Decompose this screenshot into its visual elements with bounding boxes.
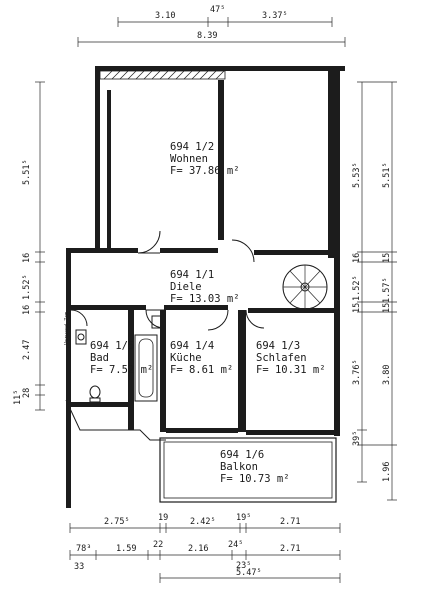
- bottom-dim-1-e: 2.71: [280, 517, 300, 527]
- wall-note: Vorwand 7cm: [64, 312, 70, 345]
- right-outer-dim-h3: 1.57⁵: [382, 277, 392, 303]
- bottom-dim-1-a: 2.75⁵: [104, 517, 130, 527]
- right-outer-dim-h5: 3.80: [382, 365, 392, 385]
- bottom-dim-2-a: 78³: [76, 544, 91, 554]
- room-diele: 694 1/1 Diele F= 13.03 m²: [170, 269, 240, 305]
- bottom-dim-3-left: 33: [74, 562, 84, 572]
- toilet: [89, 385, 101, 403]
- left-dim-h7: 28: [22, 388, 32, 398]
- bottom-dim-3-total: 5.47⁵: [236, 568, 262, 578]
- spiral-stair: [282, 264, 328, 310]
- room-balkon-name: Balkon: [220, 461, 258, 473]
- room-diele-area: F= 13.03 m²: [170, 293, 240, 305]
- bottom-dim-3-mid: 23⁵: [236, 561, 251, 571]
- bottom-dim-2-f: 2.71: [280, 544, 300, 554]
- doors: [70, 230, 265, 331]
- room-kueche: 694 1/4 Küche F= 8.61 m²: [170, 340, 233, 376]
- bottom-dimension-lines: [69, 523, 341, 583]
- room-wohnen-id: 694 1/2: [170, 141, 214, 153]
- room-bad-area: F= 7.52 m²: [90, 364, 153, 376]
- left-dim-h4: 16: [22, 305, 32, 315]
- right-inner-dim-h2: 16: [352, 253, 362, 263]
- right-outer-dim-h6: 1.96: [382, 462, 392, 482]
- bottom-dim-2-d: 2.16: [188, 544, 208, 554]
- bottom-dim-1-c: 2.42⁵: [190, 517, 216, 527]
- room-kueche-area: F= 8.61 m²: [170, 364, 233, 376]
- left-dim-h3: 1.52⁵: [22, 274, 32, 300]
- room-schlafen-id: 694 1/3: [256, 340, 300, 352]
- right-inner-dim-h5: 3.76⁵: [352, 359, 362, 385]
- left-dim-h2: 16: [22, 253, 32, 263]
- right-inner-dim-h3: 1.52⁵: [352, 275, 362, 301]
- right-outer-dim-h2: 15: [382, 253, 392, 263]
- room-schlafen-name: Schlafen: [256, 352, 307, 364]
- room-diele-name: Diele: [170, 281, 202, 293]
- room-wohnen-area: F= 37.86 m²: [170, 165, 240, 177]
- top-dim-a: 3.10: [155, 11, 175, 21]
- bottom-dim-1-b: 19: [158, 513, 168, 523]
- top-dimension-lines: [77, 17, 346, 47]
- left-dim-h6: 11⁵: [13, 390, 23, 405]
- top-dim-b: 47⁵: [210, 5, 225, 15]
- room-schlafen-area: F= 10.31 m²: [256, 364, 326, 376]
- room-bad: 694 1/5 Bad F= 7.52 m²: [90, 340, 153, 376]
- room-kueche-name: Küche: [170, 352, 202, 364]
- bottom-dim-2-b: 1.59: [116, 544, 136, 554]
- right-inner-dim-h6: 39⁵: [352, 431, 362, 446]
- top-dim-c: 3.37⁵: [262, 11, 288, 21]
- bottom-dim-2-c: 22: [153, 540, 163, 550]
- bottom-dim-2-e: 24⁵: [228, 540, 243, 550]
- top-dim-total: 8.39: [197, 31, 217, 41]
- bottom-dim-1-d: 19⁵: [236, 513, 251, 523]
- room-diele-id: 694 1/1: [170, 269, 214, 281]
- room-balkon-area: F= 10.73 m²: [220, 473, 290, 485]
- room-schlafen: 694 1/3 Schlafen F= 10.31 m²: [256, 340, 326, 376]
- room-bad-name: Bad: [90, 352, 109, 364]
- room-balkon: 694 1/6 Balkon F= 10.73 m²: [220, 449, 290, 485]
- washbasin: [75, 329, 87, 345]
- left-dimension-lines: [35, 81, 45, 411]
- walls: [65, 66, 345, 508]
- right-dimension-lines: [357, 81, 397, 501]
- right-inner-dim-h4: 15: [352, 303, 362, 313]
- kitchen-sink: [151, 315, 163, 329]
- room-bad-id: 694 1/5: [90, 340, 134, 352]
- left-dim-h5: 2.47: [22, 340, 32, 360]
- room-wohnen-name: Wohnen: [170, 153, 208, 165]
- bathtub: [134, 334, 158, 402]
- room-wohnen: 694 1/2 Wohnen F= 37.86 m²: [170, 141, 240, 177]
- right-outer-dim-h4: 15: [382, 303, 392, 313]
- room-balkon-id: 694 1/6: [220, 449, 264, 461]
- right-outer-dim-h1: 5.51⁵: [382, 162, 392, 188]
- room-kueche-id: 694 1/4: [170, 340, 214, 352]
- right-inner-dim-h1: 5.53⁵: [352, 162, 362, 188]
- left-dim-h1: 5.51⁵: [22, 159, 32, 185]
